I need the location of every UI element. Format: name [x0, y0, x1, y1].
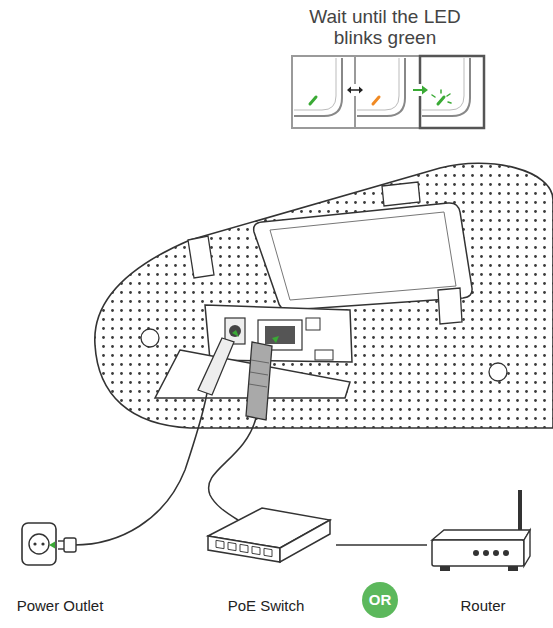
usb-port: [315, 350, 333, 360]
ethernet-cable: [209, 418, 256, 520]
node-label: Router: [460, 597, 505, 615]
mount-plate-inner: [270, 212, 456, 300]
access-point: [95, 163, 553, 428]
power-cable: [74, 393, 207, 545]
blink-rays: [432, 90, 451, 103]
screw-hole: [141, 329, 159, 347]
ethernet-socket: [265, 326, 295, 344]
green-arrow: [413, 89, 423, 91]
node-label: Power Outlet: [17, 597, 104, 615]
mount-clip: [382, 182, 420, 206]
network-cable: [336, 544, 427, 546]
mount-clip: [188, 236, 214, 278]
led-panels: [292, 56, 484, 128]
panel-highlight: [420, 56, 484, 128]
insert-arrow: [272, 336, 279, 343]
device-corner: [357, 58, 405, 116]
dc-jack-hole: [229, 325, 241, 337]
ap-vent-dots: [95, 163, 553, 428]
poe-switch-icon: [208, 508, 330, 562]
led-orange: [373, 97, 379, 104]
router-icon: [432, 490, 530, 571]
device-node: Router: [427, 486, 539, 615]
title-text: Wait until the LED blinks green: [295, 6, 475, 48]
double-arrow: [350, 89, 360, 91]
lock-slot: [306, 318, 320, 330]
arrow-patch: [346, 84, 364, 96]
device-node: PoE Switch: [196, 503, 336, 615]
device-corner: [422, 58, 470, 116]
device-corner: [294, 58, 342, 116]
arrow-patch: [412, 84, 429, 96]
green-arrow-head: [422, 86, 428, 95]
plug-ribs: [249, 360, 269, 387]
or-badge: OR: [362, 582, 398, 618]
dc-plug: [198, 338, 234, 395]
mount-clip: [438, 288, 462, 324]
ap-housing: [95, 163, 553, 428]
node-label: OR: [369, 591, 392, 609]
node-label: PoE Switch: [228, 597, 305, 615]
double-arrow-heads: [347, 87, 363, 94]
panel-frame: [292, 56, 484, 128]
device-node: Power Outlet: [4, 518, 116, 615]
screw-hole: [489, 363, 507, 381]
ethernet-plug: [246, 342, 272, 420]
device-corner: [294, 58, 336, 110]
led-green: [310, 97, 316, 104]
power-outlet-icon: [22, 523, 76, 565]
led-blinking: [438, 97, 444, 104]
insert-arrow: [232, 330, 239, 337]
